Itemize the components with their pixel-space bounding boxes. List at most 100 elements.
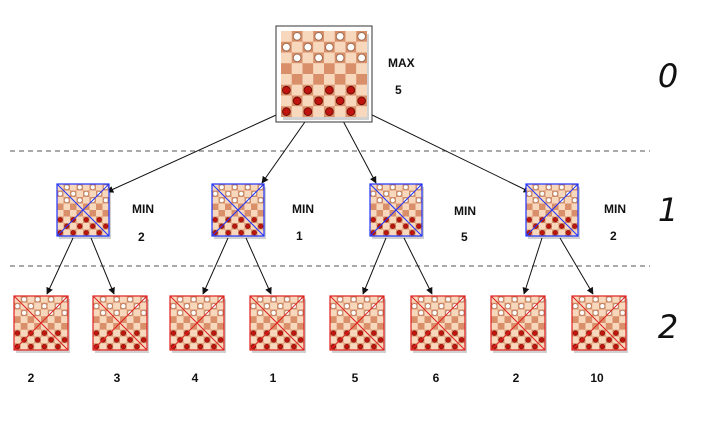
min-board-3-outline bbox=[369, 183, 423, 237]
board-square bbox=[61, 323, 68, 330]
board-square bbox=[251, 210, 258, 217]
board-square bbox=[458, 323, 465, 330]
board-square bbox=[431, 329, 438, 337]
board-square bbox=[619, 302, 626, 310]
board-square bbox=[531, 323, 539, 330]
white-checker-piece bbox=[34, 310, 41, 316]
white-checker-piece bbox=[225, 191, 231, 197]
board-square bbox=[113, 343, 120, 350]
board-square bbox=[411, 316, 418, 323]
white-checker-piece bbox=[418, 296, 424, 303]
board-square bbox=[99, 316, 107, 323]
board-square bbox=[532, 210, 539, 217]
red-checker-piece bbox=[344, 343, 350, 350]
red-checker-piece bbox=[532, 330, 538, 336]
board-square bbox=[334, 41, 346, 53]
board-square bbox=[571, 210, 578, 217]
board-square bbox=[324, 52, 335, 64]
board-square bbox=[231, 229, 238, 236]
white-checker-piece bbox=[204, 296, 210, 303]
board-square bbox=[356, 84, 367, 96]
white-checker-piece bbox=[377, 184, 383, 190]
white-checker-piece bbox=[77, 184, 83, 190]
white-checker-piece bbox=[270, 296, 277, 303]
board-square bbox=[409, 197, 416, 204]
board-square bbox=[313, 63, 324, 74]
white-checker-piece bbox=[103, 197, 109, 203]
board-square bbox=[102, 190, 109, 197]
white-checker-piece bbox=[264, 303, 270, 309]
board-square bbox=[415, 216, 422, 223]
red-checker-piece bbox=[452, 330, 458, 336]
red-checker-piece bbox=[357, 343, 364, 350]
board-square bbox=[396, 184, 403, 191]
min-node-2-value: 1 bbox=[296, 229, 303, 243]
board-square bbox=[244, 210, 251, 217]
red-checker-piece bbox=[599, 343, 606, 350]
board-square bbox=[356, 41, 367, 53]
board-square bbox=[63, 210, 70, 217]
board-square bbox=[424, 296, 432, 303]
red-checker-piece bbox=[396, 230, 402, 236]
min-node-3-value: 5 bbox=[461, 230, 468, 244]
board-square bbox=[424, 316, 432, 323]
board-square bbox=[238, 197, 245, 204]
min-board-2 bbox=[211, 183, 266, 239]
board-square bbox=[126, 343, 134, 350]
board-square bbox=[133, 316, 141, 323]
white-checker-piece bbox=[77, 197, 83, 203]
board-square bbox=[526, 197, 533, 204]
red-checker-piece bbox=[134, 343, 140, 350]
board-square bbox=[552, 197, 559, 204]
edge-min-1-to-leaf-2 bbox=[90, 237, 115, 295]
board-square bbox=[76, 216, 83, 223]
board-square bbox=[313, 106, 324, 117]
leaf-4-value: 1 bbox=[270, 371, 277, 385]
board-square bbox=[89, 210, 96, 217]
edge-root-to-min-3 bbox=[341, 118, 377, 184]
board-square bbox=[572, 336, 579, 344]
board-square bbox=[356, 74, 367, 85]
white-checker-piece bbox=[357, 32, 366, 41]
board-square bbox=[363, 343, 371, 350]
board-square bbox=[217, 302, 224, 310]
board-square bbox=[27, 316, 35, 323]
board-square bbox=[218, 210, 225, 217]
white-checker-piece bbox=[245, 184, 251, 190]
white-checker-piece bbox=[592, 310, 599, 316]
board-square bbox=[190, 329, 197, 337]
white-checker-piece bbox=[107, 303, 113, 309]
red-checker-piece bbox=[390, 223, 396, 229]
red-checker-piece bbox=[303, 107, 313, 116]
board-square bbox=[14, 336, 21, 344]
board-square bbox=[524, 316, 532, 323]
board-square bbox=[424, 323, 432, 330]
board-square bbox=[571, 203, 578, 210]
white-checker-piece bbox=[335, 53, 345, 63]
red-checker-piece bbox=[505, 343, 511, 350]
white-checker-piece bbox=[498, 310, 504, 316]
white-checker-piece bbox=[14, 303, 21, 309]
board-square bbox=[57, 197, 64, 204]
red-checker-piece bbox=[238, 217, 244, 223]
edge-min-3-to-leaf-5 bbox=[362, 237, 387, 295]
board-square bbox=[526, 223, 533, 230]
min-board-1-cross-b bbox=[56, 183, 110, 237]
tree-edges bbox=[46, 110, 594, 295]
white-checker-piece bbox=[219, 184, 225, 190]
white-checker-piece bbox=[292, 53, 302, 63]
red-checker-piece bbox=[572, 330, 579, 336]
board-square bbox=[89, 203, 96, 210]
board-square bbox=[619, 316, 626, 323]
board-square bbox=[538, 316, 545, 323]
white-checker-piece bbox=[184, 303, 190, 309]
leaf-board-8-outline bbox=[571, 295, 627, 351]
white-checker-piece bbox=[533, 184, 539, 190]
board-square bbox=[257, 216, 264, 223]
board-square bbox=[524, 302, 532, 310]
white-checker-piece bbox=[619, 310, 626, 316]
board-square bbox=[302, 95, 314, 107]
white-checker-piece bbox=[458, 310, 465, 316]
board-square bbox=[612, 309, 620, 317]
board-square bbox=[396, 223, 403, 230]
